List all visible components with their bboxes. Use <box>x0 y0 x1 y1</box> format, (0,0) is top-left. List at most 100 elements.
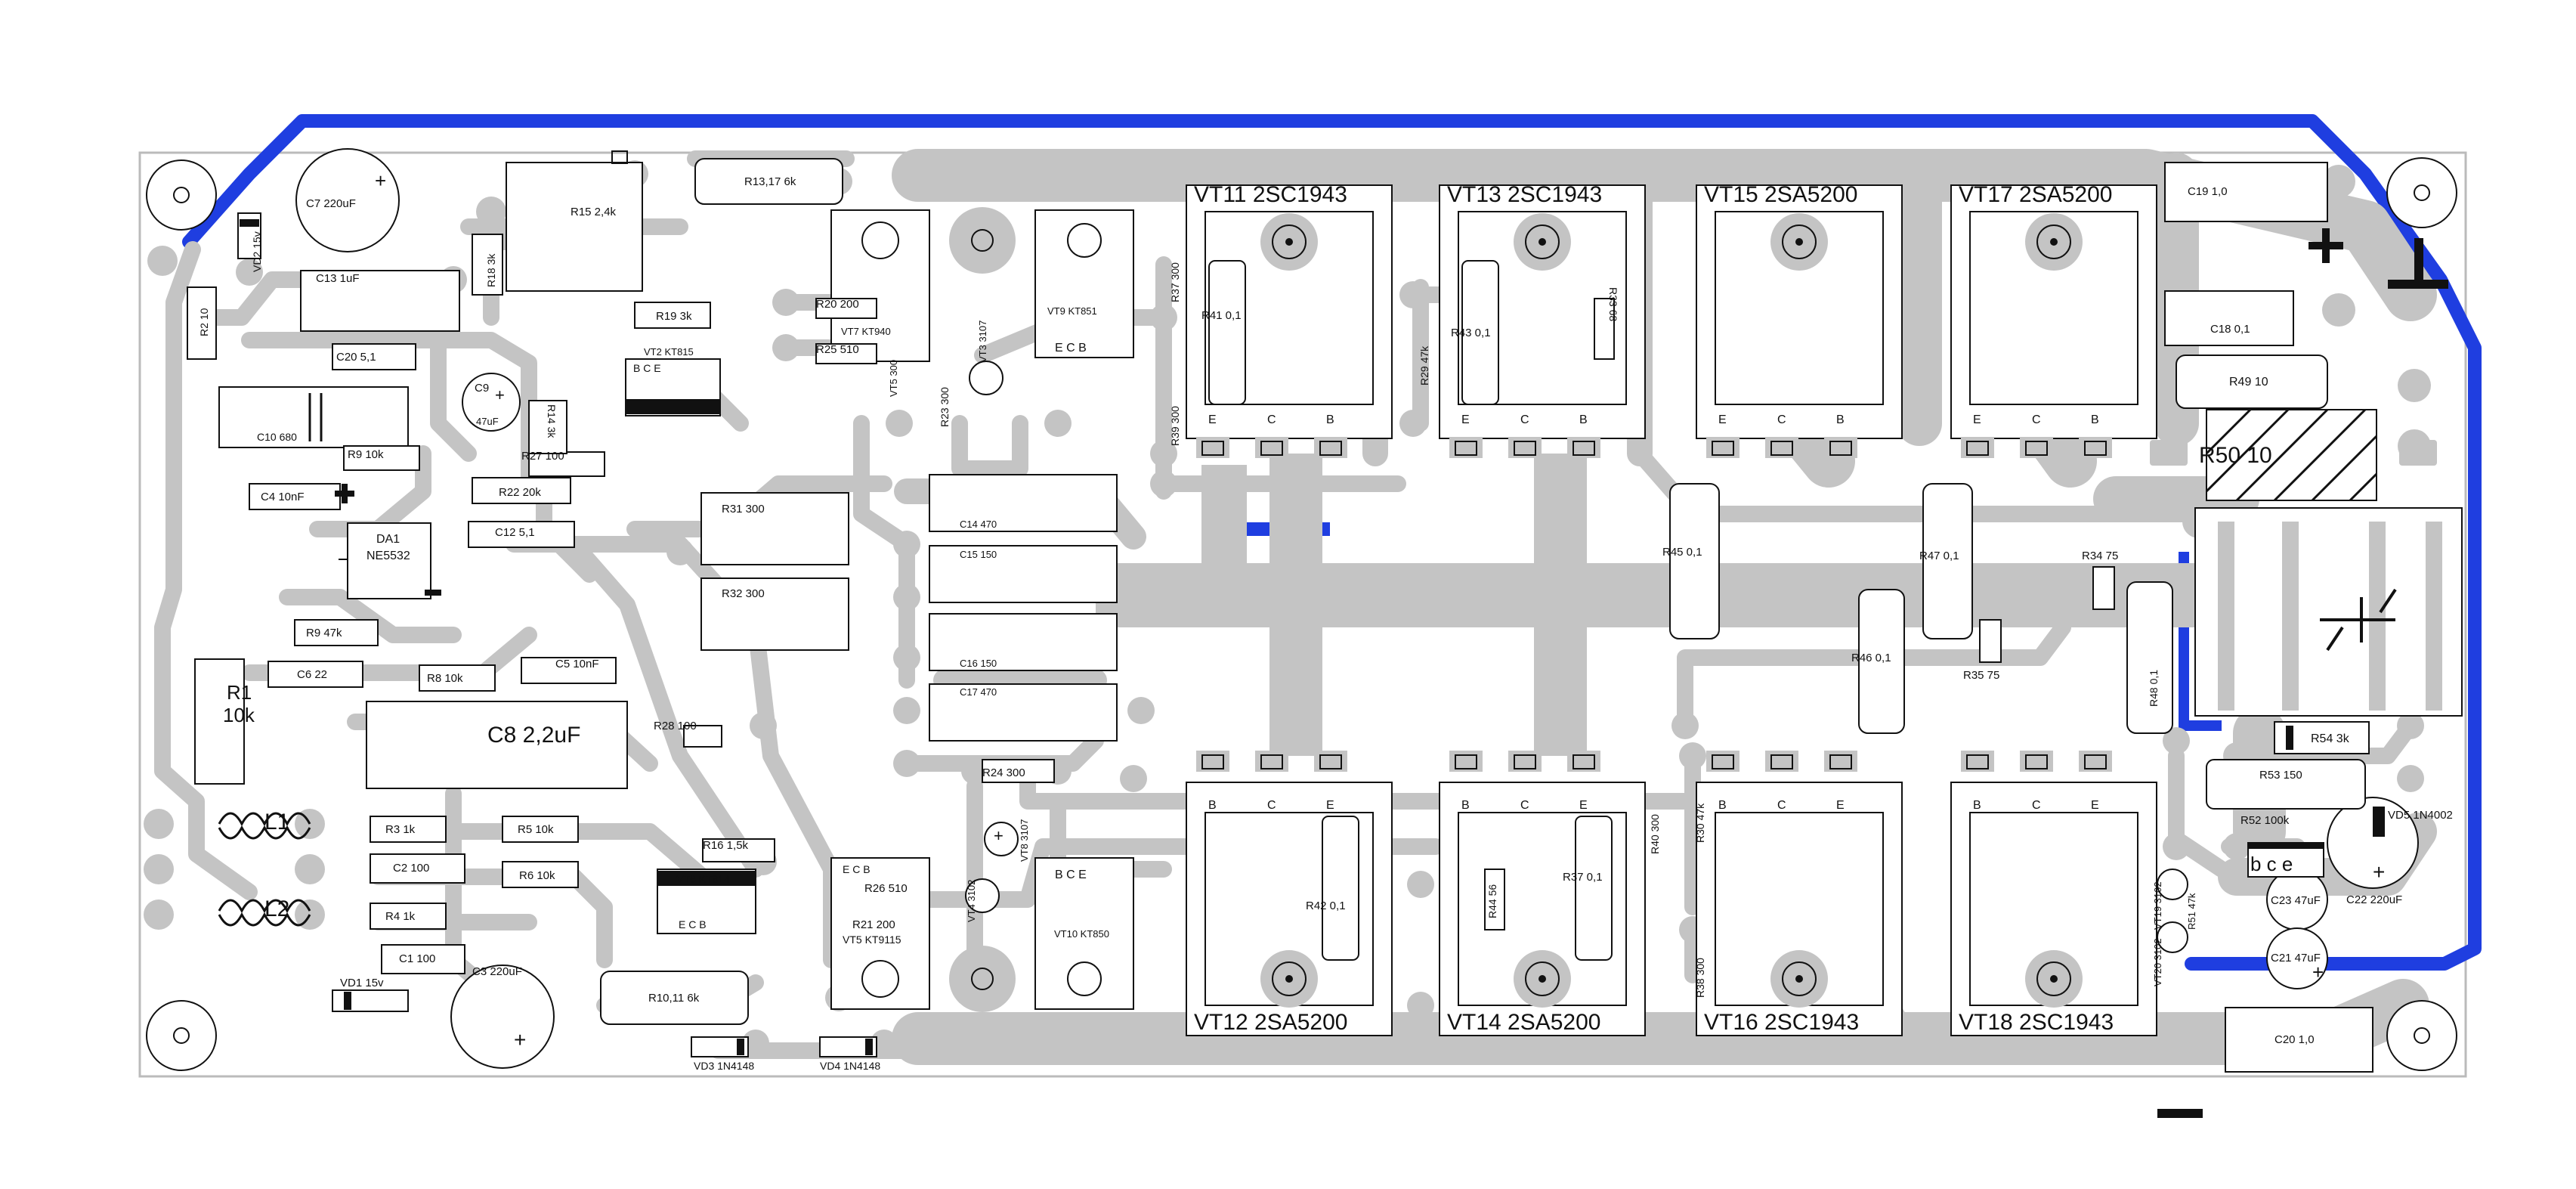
transistor-mount-hole <box>1525 224 1560 259</box>
transistor-mount-center <box>1538 975 1546 983</box>
label-vt19: VT19 3102 <box>2152 881 2163 930</box>
label-c20b: C20 1,0 <box>2274 1033 2315 1046</box>
label-r38: R38 300 <box>1694 958 1706 998</box>
transistor-mount-center <box>1285 238 1293 246</box>
label-vt5b: VT5 KT9115 <box>843 934 901 946</box>
label-c23: C23 47uF <box>2271 894 2321 907</box>
transistor-pin-letter: B <box>1718 799 1727 812</box>
transistor-pin-letter: E <box>1208 413 1217 426</box>
label-vt5-pins: E C B <box>843 863 871 875</box>
label-r9b: R9 47k <box>306 627 342 639</box>
label-c1: C1 100 <box>399 952 435 965</box>
label-vt6-pins: E C B <box>679 918 707 930</box>
label-r47: R47 0,1 <box>1919 550 1959 562</box>
transistor-pin <box>1966 754 1989 769</box>
transistor-mount-hole <box>2036 961 2071 996</box>
transistor-pin-letter: B <box>1973 799 1981 812</box>
transistor-pin-letter: C <box>1520 413 1529 426</box>
label-c10: C10 680 <box>257 431 297 443</box>
label-r40: R40 300 <box>1649 814 1661 854</box>
transistor-pin <box>1829 441 1852 456</box>
transistor-pin <box>1514 754 1536 769</box>
transistor-mount-center <box>2050 238 2058 246</box>
label-r16: R16 1,5k <box>703 839 749 852</box>
label-r6: R6 10k <box>519 869 555 882</box>
label-r39: R39 300 <box>1169 406 1181 446</box>
transistor-label: VT13 2SC1943 <box>1447 182 1602 207</box>
transistor-pin <box>1319 441 1342 456</box>
transistor-pin-letter: B <box>1579 413 1588 426</box>
label-r25: R25 510 <box>816 343 859 356</box>
transistor-mount-hole <box>2036 224 2071 259</box>
label-r32: R32 300 <box>722 587 765 600</box>
transistor-mount-center <box>2050 975 2058 983</box>
transistor-heatsink-tab <box>1205 211 1374 405</box>
label-r50: R50 10 <box>2199 443 2272 468</box>
label-vt9-pins: E C B <box>1055 342 1087 355</box>
label-r33: R33 68 <box>1607 287 1619 321</box>
label-r46: R46 0,1 <box>1851 652 1891 664</box>
label-l2: L2 <box>264 896 289 921</box>
sign-c22-plus: + <box>2373 860 2385 884</box>
label-c20a: C20 5,1 <box>336 351 376 364</box>
transistor-label: VT15 2SA5200 <box>1704 182 1857 207</box>
r50-resistor <box>2150 408 2437 502</box>
label-c16: C16 150 <box>960 658 997 669</box>
transistor-mount-hole <box>1782 961 1817 996</box>
label-r5: R5 10k <box>518 823 554 836</box>
label-r13: R13,17 6k <box>744 175 796 188</box>
transistor-label: VT17 2SA5200 <box>1959 182 2112 207</box>
label-c13: C13 1uF <box>316 272 360 285</box>
label-r30: R30 47k <box>1694 803 1706 843</box>
label-r48: R48 0,1 <box>2148 670 2160 707</box>
label-r49: R49 10 <box>2229 376 2268 389</box>
label-r27: R27 100 <box>521 450 564 463</box>
transistor-label: VT11 2SC1943 <box>1194 182 1347 207</box>
label-vt2: VT2 KT815 <box>644 346 694 358</box>
label-r34: R34 75 <box>2082 550 2118 562</box>
label-r45: R45 0,1 <box>1662 546 1702 559</box>
label-vd5: VD5 1N4002 <box>2388 809 2453 822</box>
label-c18: C18 0,1 <box>2210 323 2250 336</box>
label-r31: R31 300 <box>722 503 765 516</box>
transistor-pin <box>1712 754 1734 769</box>
label-r28: R28 100 <box>654 720 697 732</box>
transistor-pin-letter: E <box>1973 413 1981 426</box>
component-outlines <box>187 148 2448 1118</box>
label-c15: C15 150 <box>960 549 997 560</box>
transistor-pin <box>1573 441 1595 456</box>
label-r23: R23 300 <box>939 387 951 427</box>
label-c7: C7 220uF <box>306 197 356 210</box>
mounting-holes <box>146 157 2457 1071</box>
transistor-pin-letter: E <box>1718 413 1727 426</box>
transistor-label: VT14 2SA5200 <box>1447 1010 1600 1035</box>
label-r15: R15 2,4k <box>571 206 617 218</box>
transistor-mount-hole <box>1272 961 1307 996</box>
label-r19: R19 3k <box>656 310 692 323</box>
transistor-pin-letter: E <box>1836 799 1845 812</box>
label-vt6: VT6 KT814 <box>676 873 730 885</box>
sign-c21-plus: + <box>2312 961 2324 983</box>
transistor-pin-letter: B <box>1326 413 1334 426</box>
transistor-pin-letter: B <box>1836 413 1845 426</box>
transistor-pin <box>1514 441 1536 456</box>
transistor-pin-letter: B <box>1461 799 1470 812</box>
label-r35: R35 75 <box>1963 669 1999 682</box>
transistor-pin-letter: E <box>1326 799 1334 812</box>
label-r42: R42 0,1 <box>1306 899 1346 912</box>
label-c14: C14 470 <box>960 519 997 530</box>
label-c12: C12 5,1 <box>495 526 535 539</box>
transistor-pin <box>1260 441 1283 456</box>
transistor-pin <box>2025 441 2048 456</box>
label-c17: C17 470 <box>960 686 997 698</box>
label-r24: R24 300 <box>982 766 1025 779</box>
transistor-pin-letter: E <box>2091 799 2099 812</box>
label-vt9: VT9 KT851 <box>1047 305 1097 317</box>
label-l1: L1 <box>264 810 289 834</box>
transistor-pin-letter: C <box>1267 413 1276 426</box>
label-c2: C2 100 <box>393 862 429 875</box>
